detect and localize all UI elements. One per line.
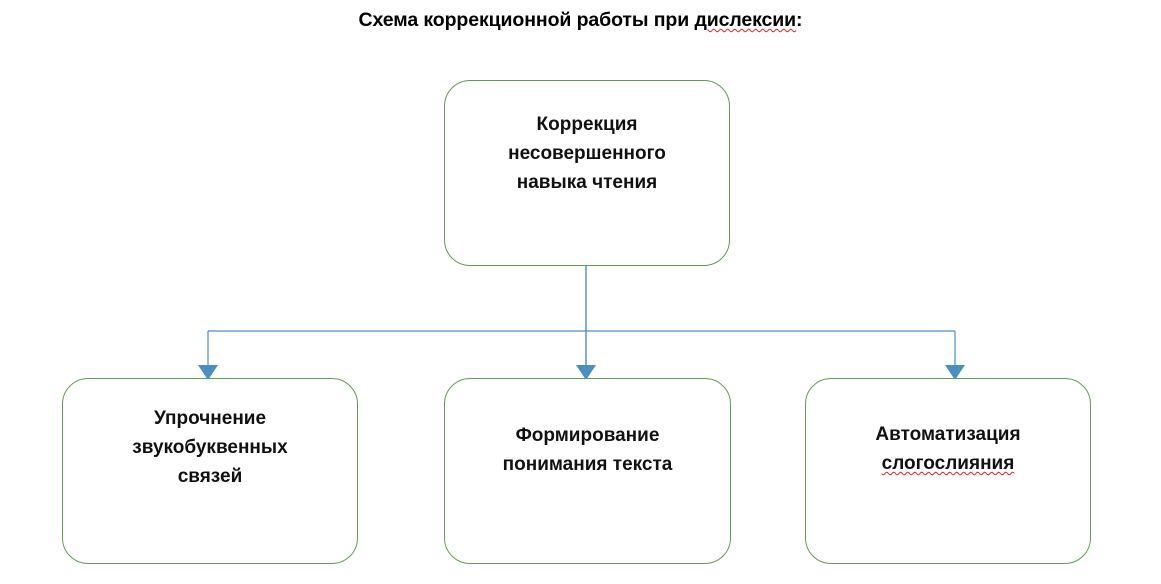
- flow-node-right-misspelled-word: слогослияния: [881, 452, 1015, 474]
- flow-node-middle-label: Формирование понимания текста: [502, 425, 673, 475]
- page-title-colon: :: [796, 9, 803, 31]
- flow-node-right[interactable]: Автоматизация слогослияния: [805, 378, 1091, 564]
- page-title: Схема коррекционной работы при дислексии…: [0, 9, 1161, 32]
- flow-node-root-label: Коррекция несовершенного навыка чтения: [508, 114, 666, 193]
- flow-node-root[interactable]: Коррекция несовершенного навыка чтения: [444, 80, 730, 266]
- page-title-plain: Схема коррекционной работы при: [358, 9, 695, 31]
- flow-node-middle[interactable]: Формирование понимания текста: [444, 378, 731, 564]
- flow-node-left[interactable]: Упрочнение звукобуквенных связей: [62, 378, 358, 564]
- flow-node-left-label: Упрочнение звукобуквенных связей: [132, 408, 288, 487]
- page-title-misspelled-word: дислексии: [694, 9, 797, 31]
- flow-node-right-line1: Автоматизация: [875, 424, 1021, 445]
- flow-node-right-label: Автоматизация слогослияния: [863, 421, 1032, 479]
